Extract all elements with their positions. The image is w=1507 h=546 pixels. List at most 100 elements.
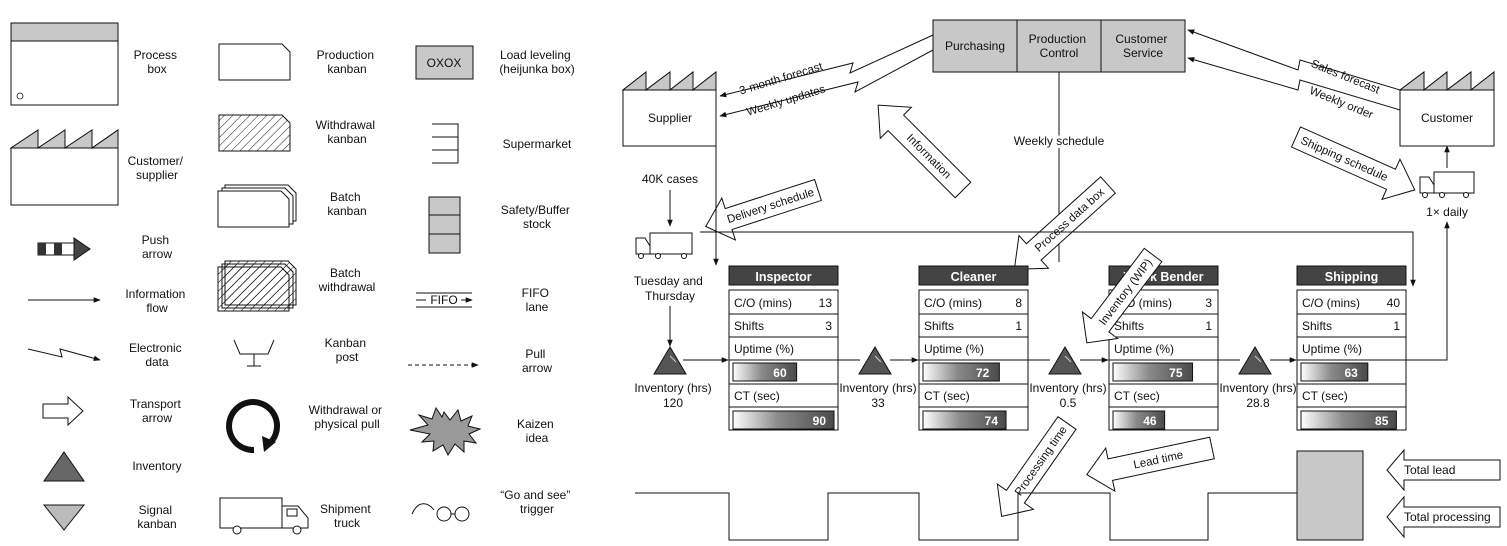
co-label: C/O (mins) bbox=[1302, 296, 1360, 310]
supplier-factory: Supplier bbox=[621, 70, 717, 147]
process-name: Cleaner bbox=[951, 270, 997, 284]
supermarket-icon bbox=[432, 123, 459, 164]
shifts-value: 3 bbox=[825, 319, 832, 333]
legend-label-batch-withdrawal: Batch withdrawal bbox=[318, 266, 376, 294]
uptime-bar bbox=[922, 362, 1000, 382]
shifts-value: 1 bbox=[1015, 319, 1022, 333]
inventory-marker-2: Inventory (hrs)33 bbox=[839, 346, 917, 410]
legend-label-withdrawal-pull: Withdrawal or physical pull bbox=[309, 403, 386, 431]
fifo-lane-icon: FIFO bbox=[416, 292, 473, 308]
inventory-triangle-icon bbox=[653, 346, 687, 375]
kanban-post-icon bbox=[233, 339, 275, 367]
load-leveling-text: OXOX bbox=[427, 56, 462, 70]
co-value: 40 bbox=[1387, 296, 1401, 310]
information-callout-arrow: Information bbox=[877, 104, 972, 199]
production-kanban-icon bbox=[218, 43, 291, 81]
timeline-total-box bbox=[1296, 450, 1364, 541]
batch-withdrawal-icon bbox=[217, 260, 297, 312]
legend-label-process-box: Process box bbox=[134, 48, 181, 76]
co-value: 13 bbox=[819, 296, 833, 310]
ct-label: CT (sec) bbox=[1302, 389, 1348, 403]
total-processing-label: Total processing bbox=[1404, 510, 1491, 524]
legend-label-supermarket: Supermarket bbox=[503, 137, 572, 151]
ct-bar bbox=[1300, 410, 1397, 430]
kaizen-burst-icon bbox=[409, 406, 482, 457]
inventory-value: 33 bbox=[871, 396, 885, 410]
shipping-schedule-label: Shipping schedule bbox=[1299, 135, 1390, 184]
inventory-value: 0.5 bbox=[1060, 396, 1077, 410]
total-lead-label: Total lead bbox=[1404, 463, 1455, 477]
shifts-value: 1 bbox=[1393, 319, 1400, 333]
customer-label: Customer bbox=[1421, 111, 1473, 125]
uptime-label: Uptime (%) bbox=[1114, 342, 1174, 356]
timeline-line bbox=[635, 492, 1297, 541]
legend-label-safety-stock: Safety/Buffer stock bbox=[501, 203, 574, 231]
uptime-bar bbox=[1300, 362, 1369, 382]
ct-value: 74 bbox=[985, 414, 999, 428]
supplier-truck-icon bbox=[635, 232, 693, 259]
total-processing-arrow bbox=[1386, 495, 1501, 539]
withdrawal-pull-icon bbox=[226, 399, 281, 454]
weekly-schedule-label: Weekly schedule bbox=[1014, 134, 1105, 148]
customer-truck-icon bbox=[1419, 171, 1475, 198]
load-leveling-icon bbox=[415, 45, 474, 80]
sales-forecast-data-line bbox=[1187, 29, 1401, 91]
inventory-triangle-icon bbox=[43, 451, 85, 482]
uptime-bar bbox=[1112, 362, 1194, 382]
ct-bar bbox=[732, 410, 835, 430]
go-see-icon bbox=[411, 503, 470, 522]
control-boxes: Purchasing Production Control Customer S… bbox=[932, 19, 1186, 73]
legend-label-withdrawal-kanban: Withdrawal kanban bbox=[316, 118, 379, 146]
uptime-label: Uptime (%) bbox=[734, 342, 794, 356]
inventory-marker-1: Inventory (hrs)120 bbox=[634, 346, 712, 410]
uptime-value: 63 bbox=[1344, 366, 1358, 380]
legend-label-load-leveling: Load leveling (heijunka box) bbox=[499, 48, 574, 76]
total-lead-arrow bbox=[1386, 448, 1501, 492]
inventory-label: Inventory (hrs) bbox=[839, 381, 916, 395]
uptime-value: 75 bbox=[1169, 366, 1183, 380]
supplier-label: Supplier bbox=[648, 111, 692, 125]
shifts-label: Shifts bbox=[924, 319, 954, 333]
legend-column-1: Process box Customer/ supplier Push arro… bbox=[9, 22, 187, 531]
process-name: Shipping bbox=[1325, 270, 1378, 284]
customer-frequency-label: 1× daily bbox=[1426, 205, 1468, 219]
uptime-label: Uptime (%) bbox=[1302, 342, 1362, 356]
shifts-label: Shifts bbox=[734, 319, 764, 333]
fifo-text: FIFO bbox=[430, 293, 457, 307]
uptime-value: 72 bbox=[976, 366, 990, 380]
electronic-data-icon bbox=[27, 348, 101, 362]
ct-label: CT (sec) bbox=[1114, 389, 1160, 403]
supplier-frequency-label: Tuesday and Thursday bbox=[634, 274, 706, 303]
ct-value: 90 bbox=[813, 414, 827, 428]
process-data-box-label: Process data box bbox=[1033, 186, 1107, 255]
withdrawal-kanban-icon bbox=[218, 114, 291, 152]
process-name: Inspector bbox=[755, 270, 811, 284]
legend-label-transport-arrow: Transport arrow bbox=[130, 397, 184, 425]
legend-label-customer-supplier: Customer/ supplier bbox=[128, 154, 187, 182]
ct-label: CT (sec) bbox=[734, 389, 780, 403]
ct-bar bbox=[922, 410, 1007, 430]
purchasing-label: Purchasing bbox=[945, 39, 1005, 53]
legend-label-push-arrow: Push arrow bbox=[142, 233, 173, 261]
value-stream-map: Purchasing Production Control Customer S… bbox=[621, 19, 1501, 541]
push-arrow-icon bbox=[37, 237, 91, 261]
inventory-label: Inventory (hrs) bbox=[1029, 381, 1106, 395]
inventory-value: 120 bbox=[663, 396, 683, 410]
inventory-value: 28.8 bbox=[1246, 396, 1270, 410]
delivery-info-line bbox=[700, 231, 1416, 287]
uptime-label: Uptime (%) bbox=[924, 342, 984, 356]
uptime-value: 60 bbox=[773, 366, 787, 380]
weekly-order-data-line bbox=[1187, 57, 1401, 111]
inventory-triangle-icon bbox=[858, 346, 892, 375]
ct-bar bbox=[1112, 410, 1166, 430]
forecast-data-line bbox=[719, 34, 934, 98]
inventory-marker-3: Inventory (hrs)0.5 bbox=[1029, 346, 1107, 410]
legend-label-batch-kanban: Batch kanban bbox=[327, 190, 366, 218]
inventory-marker-4: Inventory (hrs)28.8 bbox=[1219, 346, 1297, 410]
legend-label-go-see: “Go and see” trigger bbox=[500, 488, 573, 516]
